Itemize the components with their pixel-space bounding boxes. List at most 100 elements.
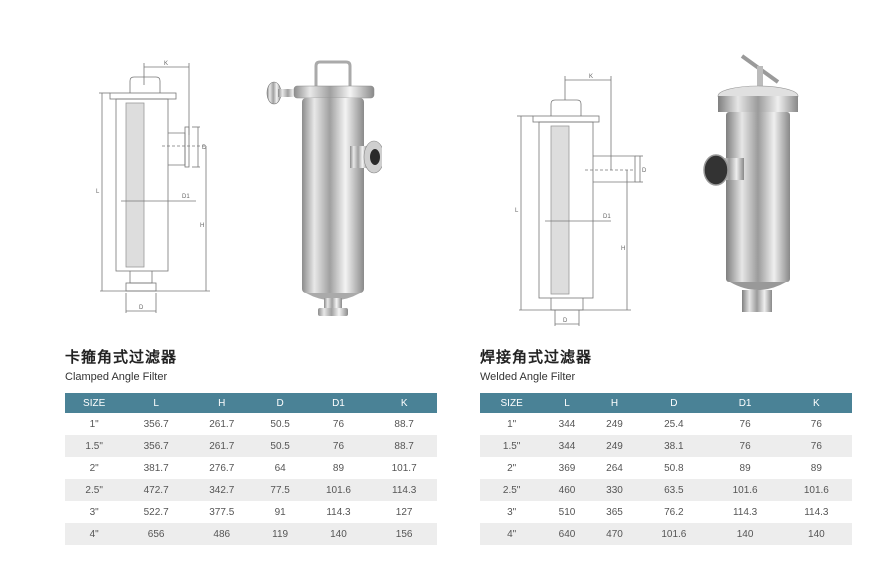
cell-k: 88.7 bbox=[371, 435, 437, 457]
cell-size: 3" bbox=[89, 506, 99, 518]
spec-table-clamped: SIZE L H D D1 K 1" 356.7 261.7 50.5 76 8… bbox=[65, 393, 437, 545]
cell-size: 1.5" bbox=[480, 435, 544, 457]
table-row: 4" 656 486 119 140 156 bbox=[65, 523, 437, 545]
table-row: 2.5" 460 330 63.5 101.6 101.6 bbox=[480, 479, 852, 501]
cell-d: 50.5 bbox=[254, 435, 306, 457]
cell-k: 114.3 bbox=[371, 479, 437, 501]
cell-d1: 76 bbox=[332, 418, 345, 430]
section-title-en: Clamped Angle Filter bbox=[65, 371, 168, 383]
cell-d1: 114.3 bbox=[732, 506, 758, 518]
cell-d1: 89 bbox=[332, 462, 345, 474]
table-row: 2.5" 472.7 342.7 77.5 101.6 114.3 bbox=[65, 479, 437, 501]
cell-k: 101.7 bbox=[391, 462, 417, 474]
cell-d: 76.2 bbox=[664, 506, 684, 518]
col-header-size: SIZE bbox=[480, 393, 544, 413]
cell-d1: 140 bbox=[709, 523, 781, 545]
col-header-l: L bbox=[123, 393, 189, 413]
cell-h: 264 bbox=[606, 462, 623, 474]
cell-l: 369 bbox=[558, 462, 576, 474]
cell-l: 344 bbox=[558, 418, 576, 430]
cell-h: 249 bbox=[590, 435, 639, 457]
cell-size: 2.5" bbox=[480, 479, 544, 501]
clamped-filter-drawing: K D D1 L H D bbox=[90, 55, 230, 325]
cell-l: 640 bbox=[543, 523, 591, 545]
cell-h: 330 bbox=[590, 479, 639, 501]
cell-h: 261.7 bbox=[209, 418, 235, 430]
cell-d: 119 bbox=[254, 523, 306, 545]
cell-d: 77.5 bbox=[254, 479, 306, 501]
dim-label-l: L bbox=[96, 189, 100, 195]
cell-d: 38.1 bbox=[638, 435, 710, 457]
col-header-k: K bbox=[780, 393, 852, 413]
table-row: 1" 356.7 261.7 50.5 76 88.7 bbox=[65, 413, 437, 435]
cell-d: 91 bbox=[274, 506, 286, 518]
table-row: 1.5" 344 249 38.1 76 76 bbox=[480, 435, 852, 457]
cell-d: 63.5 bbox=[638, 479, 710, 501]
cell-size: 1" bbox=[507, 418, 517, 430]
section-title-en: Welded Angle Filter bbox=[480, 371, 576, 383]
cell-l: 344 bbox=[543, 435, 591, 457]
cell-h: 261.7 bbox=[188, 435, 255, 457]
cell-l: 522.7 bbox=[143, 506, 169, 518]
dim-label-h: H bbox=[200, 223, 204, 229]
table-row: 3" 522.7 377.5 91 114.3 127 bbox=[65, 501, 437, 523]
col-header-d: D bbox=[638, 393, 710, 413]
cell-size: 4" bbox=[480, 523, 544, 545]
cell-h: 470 bbox=[590, 523, 639, 545]
table-row: 4" 640 470 101.6 140 140 bbox=[480, 523, 852, 545]
cell-d: 64 bbox=[274, 462, 286, 474]
welded-filter-photo bbox=[700, 52, 810, 322]
cell-d: 50.5 bbox=[270, 418, 290, 430]
col-header-d: D bbox=[254, 393, 306, 413]
table-row: 3" 510 365 76.2 114.3 114.3 bbox=[480, 501, 852, 523]
col-header-d1: D1 bbox=[305, 393, 372, 413]
table-header-row: SIZE L H D D1 K bbox=[65, 393, 437, 413]
cell-l: 381.7 bbox=[143, 462, 169, 474]
cell-h: 486 bbox=[188, 523, 255, 545]
cell-h: 249 bbox=[606, 418, 623, 430]
cell-d: 25.4 bbox=[664, 418, 684, 430]
cell-size: 2.5" bbox=[65, 479, 124, 501]
welded-filter-drawing: K D D1 L H D bbox=[505, 70, 655, 330]
table-row: 2" 369 264 50.8 89 89 bbox=[480, 457, 852, 479]
cell-d1: 76 bbox=[305, 435, 372, 457]
cell-size: 2" bbox=[507, 462, 517, 474]
cell-k: 76 bbox=[810, 418, 822, 430]
col-header-h: H bbox=[188, 393, 255, 413]
cell-k: 114.3 bbox=[804, 506, 829, 518]
section-title-cn: 焊接角式过滤器 bbox=[480, 348, 593, 366]
clamped-filter-photo bbox=[262, 58, 382, 323]
cell-k: 89 bbox=[810, 462, 822, 474]
dim-label-h: H bbox=[621, 246, 625, 252]
cell-k: 140 bbox=[780, 523, 852, 545]
spec-table-welded: SIZE L H D D1 K 1" 344 249 25.4 76 76 1.… bbox=[480, 393, 852, 545]
cell-d: 50.8 bbox=[664, 462, 684, 474]
col-header-k: K bbox=[371, 393, 437, 413]
dim-label-d-bottom: D bbox=[563, 318, 568, 324]
cell-size: 4" bbox=[65, 523, 124, 545]
col-header-d1: D1 bbox=[709, 393, 781, 413]
cell-size: 1.5" bbox=[65, 435, 124, 457]
dim-label-k: K bbox=[164, 61, 168, 67]
dim-label-k: K bbox=[589, 74, 593, 80]
cell-d1: 114.3 bbox=[326, 506, 351, 518]
cell-size: 3" bbox=[507, 506, 517, 518]
cell-l: 656 bbox=[123, 523, 189, 545]
dim-label-l: L bbox=[515, 208, 519, 214]
cell-d: 101.6 bbox=[638, 523, 710, 545]
section-title-cn: 卡箍角式过滤器 bbox=[65, 348, 178, 366]
dim-label-d-top: D bbox=[202, 145, 207, 151]
cell-d1: 101.6 bbox=[305, 479, 372, 501]
cell-d1: 140 bbox=[305, 523, 372, 545]
dim-label-d1: D1 bbox=[182, 194, 190, 200]
cell-l: 472.7 bbox=[123, 479, 189, 501]
table-row: 1.5" 356.7 261.7 50.5 76 88.7 bbox=[65, 435, 437, 457]
cell-l: 510 bbox=[558, 506, 576, 518]
cell-size: 1" bbox=[89, 418, 99, 430]
cell-d1: 76 bbox=[709, 435, 781, 457]
dim-label-d-bottom: D bbox=[139, 305, 144, 311]
cell-k: 156 bbox=[371, 523, 437, 545]
col-header-h: H bbox=[590, 393, 639, 413]
cell-d1: 89 bbox=[739, 462, 751, 474]
table-row: 1" 344 249 25.4 76 76 bbox=[480, 413, 852, 435]
